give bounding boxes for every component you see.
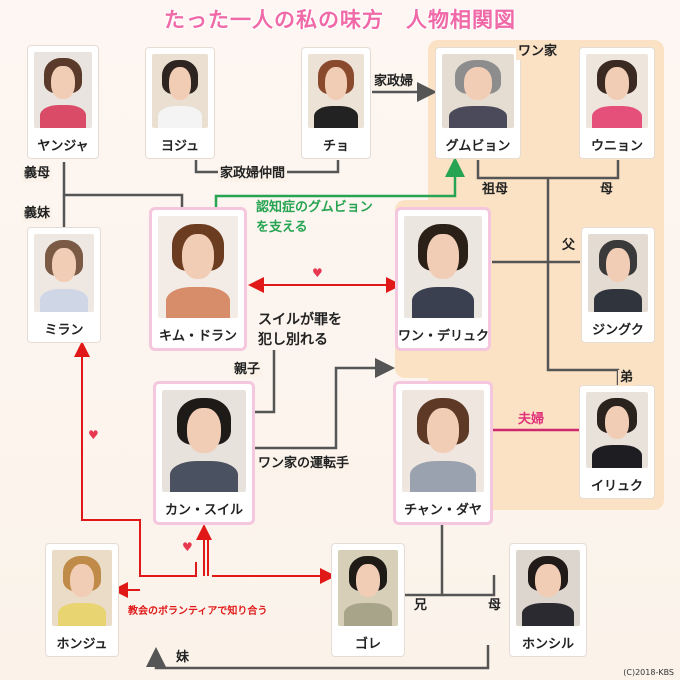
label-sister-in-law: 義妹: [22, 206, 52, 222]
name-gumbyon: グムビョン: [436, 135, 520, 154]
name-gore: ゴレ: [332, 633, 404, 652]
label-crime-2: 犯し別れる: [256, 332, 330, 348]
photo-gumbyon: [442, 54, 514, 128]
name-honju: ホンジュ: [46, 633, 118, 652]
name-jingguk: ジングク: [582, 319, 654, 338]
name-wanderyuk: ワン・デリュク: [398, 325, 488, 344]
label-wan-family: ワン家: [516, 44, 559, 60]
label-support-1: 認知症のグムビョン: [254, 200, 375, 216]
line-daya-honsil: [442, 575, 494, 595]
person-gore[interactable]: ゴレ: [332, 544, 404, 656]
line-daya-kids: [400, 522, 442, 595]
heart-icon-honju-gore: ♥: [182, 540, 193, 554]
person-cho[interactable]: チョ: [302, 48, 370, 158]
photo-wanderyuk: [404, 216, 482, 318]
photo-unyon: [586, 54, 648, 128]
photo-cho: [308, 54, 364, 128]
label-parent-child: 親子: [232, 362, 262, 378]
photo-yoju: [152, 54, 208, 128]
label-driver: ワン家の運転手: [256, 456, 351, 472]
person-miran[interactable]: ミラン: [28, 228, 100, 342]
label-mother2: 母: [486, 598, 503, 614]
photo-miran: [34, 234, 94, 312]
label-mother: 母: [598, 182, 615, 198]
photo-kimdoran: [158, 216, 238, 318]
photo-chandaya: [402, 390, 484, 492]
person-iryuk[interactable]: イリュク: [580, 386, 654, 498]
label-mother-in-law: 義母: [22, 166, 52, 182]
heart-icon-doran-deryuk: ♥: [312, 266, 323, 280]
photo-honsil: [516, 550, 580, 626]
line-yanja-doran: [64, 162, 182, 208]
label-support-2: を支える: [254, 220, 310, 236]
heart-icon-miran-suil: ♥: [88, 428, 99, 442]
person-gumbyon[interactable]: グムビョン: [436, 48, 520, 158]
name-cho: チョ: [302, 135, 370, 154]
photo-iryuk: [586, 392, 648, 468]
label-older-brother: 兄: [412, 598, 429, 614]
photo-kansuil: [162, 390, 246, 492]
label-housekeeper: 家政婦: [372, 74, 415, 90]
person-yoju[interactable]: ヨジュ: [146, 48, 214, 158]
person-honsil[interactable]: ホンシル: [510, 544, 586, 656]
name-yoju: ヨジュ: [146, 135, 214, 154]
line-parent-child: [250, 350, 274, 412]
name-honsil: ホンシル: [510, 633, 586, 652]
label-crime-1: スイルが罪を: [256, 312, 344, 328]
photo-jingguk: [588, 234, 648, 312]
name-yanja: ヤンジャ: [28, 135, 98, 154]
name-kansuil: カン・スイル: [156, 499, 252, 518]
label-younger-brother: 弟: [618, 370, 635, 386]
photo-gore: [338, 550, 398, 626]
name-chandaya: チャン・ダヤ: [396, 499, 490, 518]
line-driver: [252, 368, 390, 448]
line-honju-honsil: [156, 645, 488, 668]
name-miran: ミラン: [28, 319, 100, 338]
copyright: (C)2018-KBS: [623, 668, 674, 677]
person-chandaya[interactable]: チャン・ダヤ: [396, 384, 490, 522]
label-younger-sister: 妹: [174, 650, 191, 666]
person-jingguk[interactable]: ジングク: [582, 228, 654, 342]
label-volunteer: 教会のボランティアで知り合う: [126, 604, 269, 620]
photo-honju: [52, 550, 112, 626]
person-wanderyuk[interactable]: ワン・デリュク: [398, 210, 488, 348]
person-kansuil[interactable]: カン・スイル: [156, 384, 252, 522]
line-gumbyon-unyon: [478, 160, 618, 178]
person-yanja[interactable]: ヤンジャ: [28, 46, 98, 158]
label-housekeeper-fellow: 家政婦仲間: [218, 166, 287, 182]
photo-yanja: [34, 52, 92, 128]
person-kimdoran[interactable]: キム・ドラン: [152, 210, 244, 348]
person-unyon[interactable]: ウニョン: [580, 48, 654, 158]
name-kimdoran: キム・ドラン: [152, 325, 244, 344]
name-iryuk: イリュク: [580, 475, 654, 494]
name-unyon: ウニョン: [580, 135, 654, 154]
label-couple: 夫婦: [516, 412, 546, 428]
label-grandmother: 祖母: [480, 182, 510, 198]
person-honju[interactable]: ホンジュ: [46, 544, 118, 656]
label-father: 父: [560, 238, 577, 254]
